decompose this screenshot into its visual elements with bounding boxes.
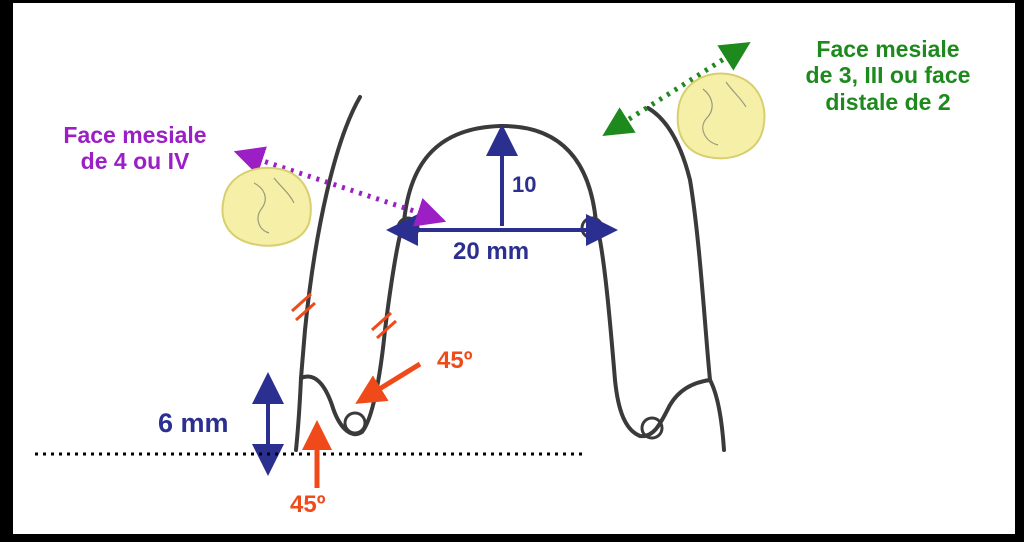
width-label: 20 mm: [453, 238, 530, 265]
left-inner-loop: [299, 220, 406, 436]
height-label: 10: [512, 172, 537, 197]
angle-label-bottom: 45º: [290, 491, 326, 518]
tooth-icon: [221, 166, 312, 247]
mesial-3-label: Face mesiale de 3, III ou face distale d…: [805, 36, 971, 115]
right-outer-arm: [646, 106, 726, 452]
parallel-marks: [290, 292, 398, 340]
mesial-3-arrow: [602, 41, 751, 137]
angle-label-top: 45º: [437, 347, 473, 374]
diagram-frame: [13, 3, 1015, 534]
right-inner-side: [594, 220, 712, 439]
left-outer-arm: [294, 95, 362, 452]
angle-arrow-top: [355, 361, 422, 404]
tooth-icon: [676, 72, 766, 160]
loop-height-label: 6 mm: [158, 408, 229, 438]
wire-spring: [294, 95, 726, 452]
mesial-4-label: Face mesiale de 4 ou IV: [63, 122, 207, 175]
